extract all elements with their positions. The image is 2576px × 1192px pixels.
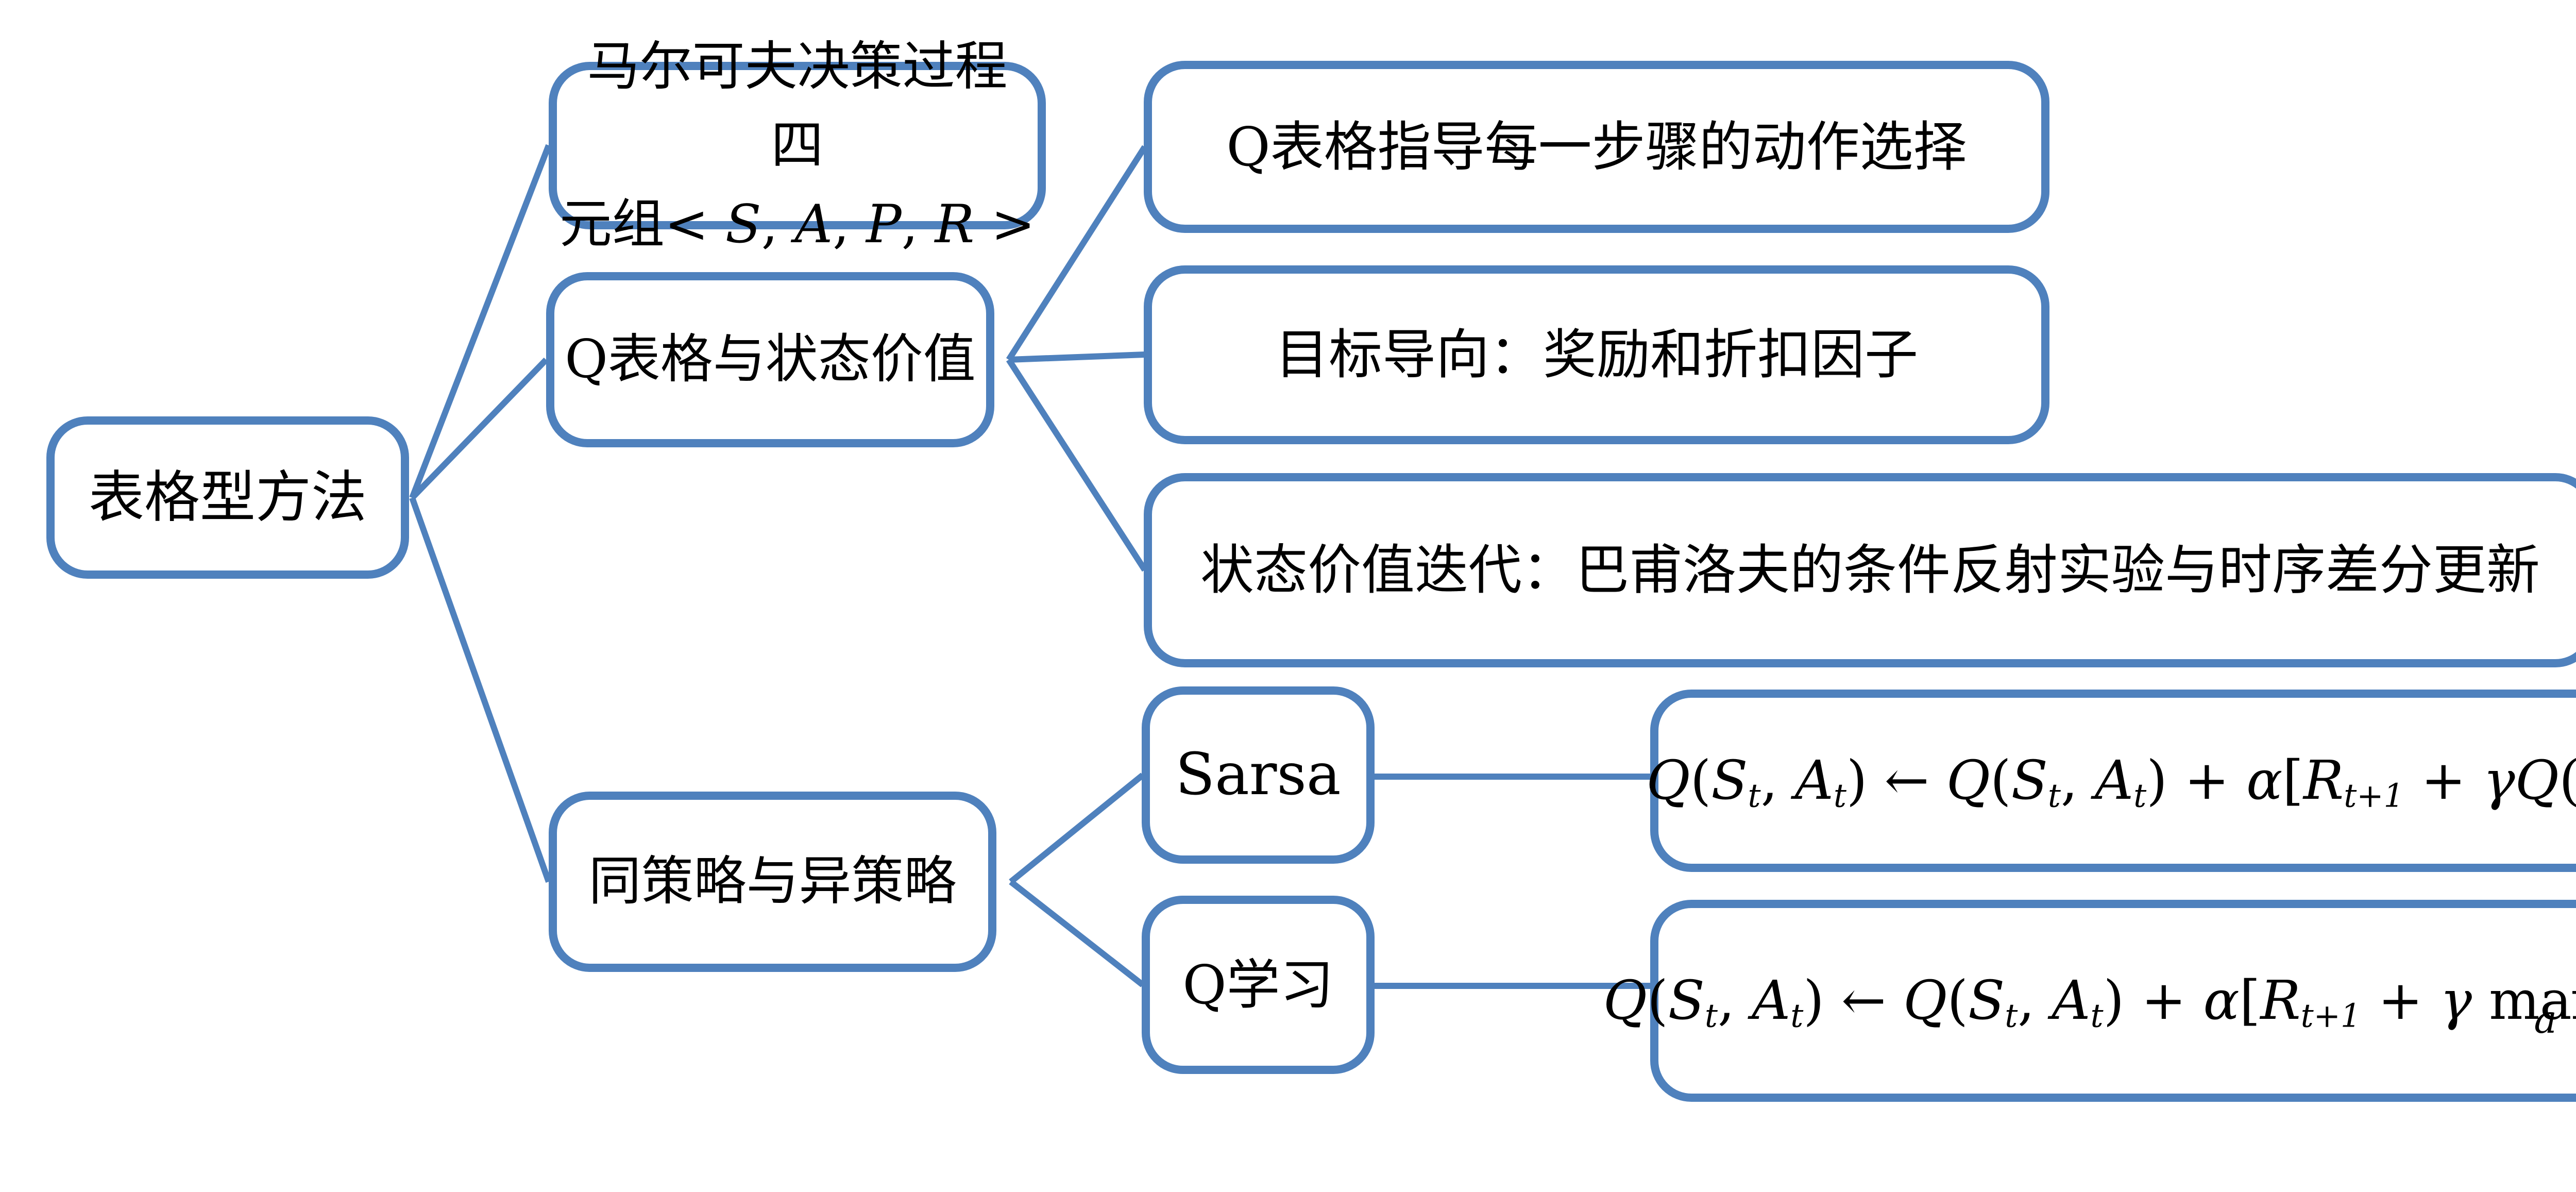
node-q-table-state-value: Q表格与状态价值 bbox=[546, 272, 994, 447]
connector-root-to-q-table-state-value bbox=[410, 357, 549, 500]
connector-q-table-to-state-value-iteration bbox=[1006, 358, 1148, 572]
q-learning-update-formula: Q(St, At) ← Q(St, At) + α[Rt+1 + γ maxa … bbox=[1603, 968, 2576, 1042]
node-label: 状态价值迭代：巴甫洛夫的条件反射实验与时序差分更新 bbox=[1200, 539, 2540, 602]
node-sarsa-formula: Q(St, At) ← Q(St, At) + α[Rt+1 + γQ(St+1… bbox=[1646, 690, 2576, 872]
node-label: 目标导向：奖励和折扣因子 bbox=[1275, 323, 1918, 387]
connector-root-to-on-off-policy bbox=[409, 496, 552, 883]
node-label: Q学习 bbox=[1182, 953, 1334, 1016]
node-label: Q表格与状态价值 bbox=[565, 329, 976, 391]
node-q-table-guides-action: Q表格指导每一步骤的动作选择 bbox=[1144, 61, 2049, 233]
node-goal-oriented: 目标导向：奖励和折扣因子 bbox=[1144, 265, 2049, 444]
connector-q-table-to-guides-action bbox=[1006, 145, 1148, 362]
connector-policy-to-sarsa bbox=[1009, 773, 1145, 884]
node-on-off-policy: 同策略与异策略 bbox=[549, 792, 996, 972]
connector-q-table-to-goal-oriented bbox=[1008, 351, 1145, 363]
node-label: 同策略与异策略 bbox=[588, 851, 957, 913]
node-label-line2: 元组< S, A, P, R > bbox=[559, 194, 1036, 255]
node-root: 表格型方法 bbox=[46, 416, 409, 579]
node-state-value-iteration: 状态价值迭代：巴甫洛夫的条件反射实验与时序差分更新 bbox=[1144, 473, 2576, 667]
node-label-line1: 马尔可夫决策过程四 bbox=[587, 36, 1008, 176]
node-mdp-tuple: 马尔可夫决策过程四 元组< S, A, P, R > bbox=[549, 36, 1046, 255]
node-q-learning-formula: Q(St, At) ← Q(St, At) + α[Rt+1 + γ maxa … bbox=[1603, 900, 2576, 1102]
sarsa-update-formula: Q(St, At) ← Q(St, At) + α[Rt+1 + γQ(St+1… bbox=[1646, 748, 2576, 815]
node-sarsa: Sarsa bbox=[1142, 686, 1375, 864]
connector-policy-to-q-learning bbox=[1009, 879, 1145, 987]
node-q-learning: Q学习 bbox=[1142, 896, 1375, 1074]
node-label: Sarsa bbox=[1175, 741, 1341, 809]
connector-root-to-mdp-tuple bbox=[409, 144, 552, 499]
node-label: 表格型方法 bbox=[88, 465, 367, 530]
node-label: Q表格指导每一步骤的动作选择 bbox=[1226, 115, 1967, 178]
